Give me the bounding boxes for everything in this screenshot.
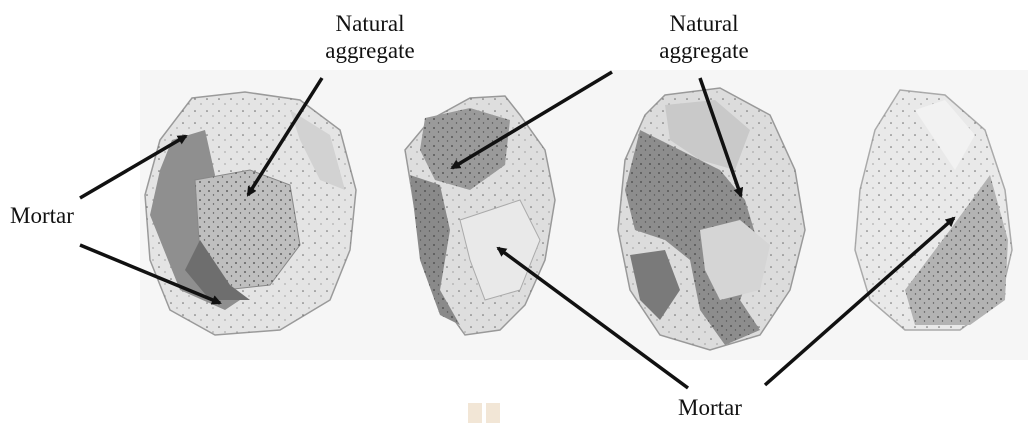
page-marker-block-right (486, 403, 500, 423)
label-natural-aggregate-2-line2: aggregate (634, 37, 774, 64)
label-natural-aggregate-1-line1: Natural (300, 10, 440, 37)
label-natural-aggregate-1: Natural aggregate (300, 10, 440, 64)
label-natural-aggregate-2: Natural aggregate (634, 10, 774, 64)
label-mortar-left: Mortar (10, 202, 74, 229)
page-marker-block-left (468, 403, 482, 423)
particle-3 (618, 88, 805, 350)
particle-2 (405, 96, 555, 335)
particle-1 (145, 92, 356, 335)
label-natural-aggregate-2-line1: Natural (634, 10, 774, 37)
label-natural-aggregate-1-line2: aggregate (300, 37, 440, 64)
particle-4 (855, 90, 1012, 330)
label-mortar-bottom: Mortar (678, 394, 742, 421)
page-marker (468, 403, 500, 423)
